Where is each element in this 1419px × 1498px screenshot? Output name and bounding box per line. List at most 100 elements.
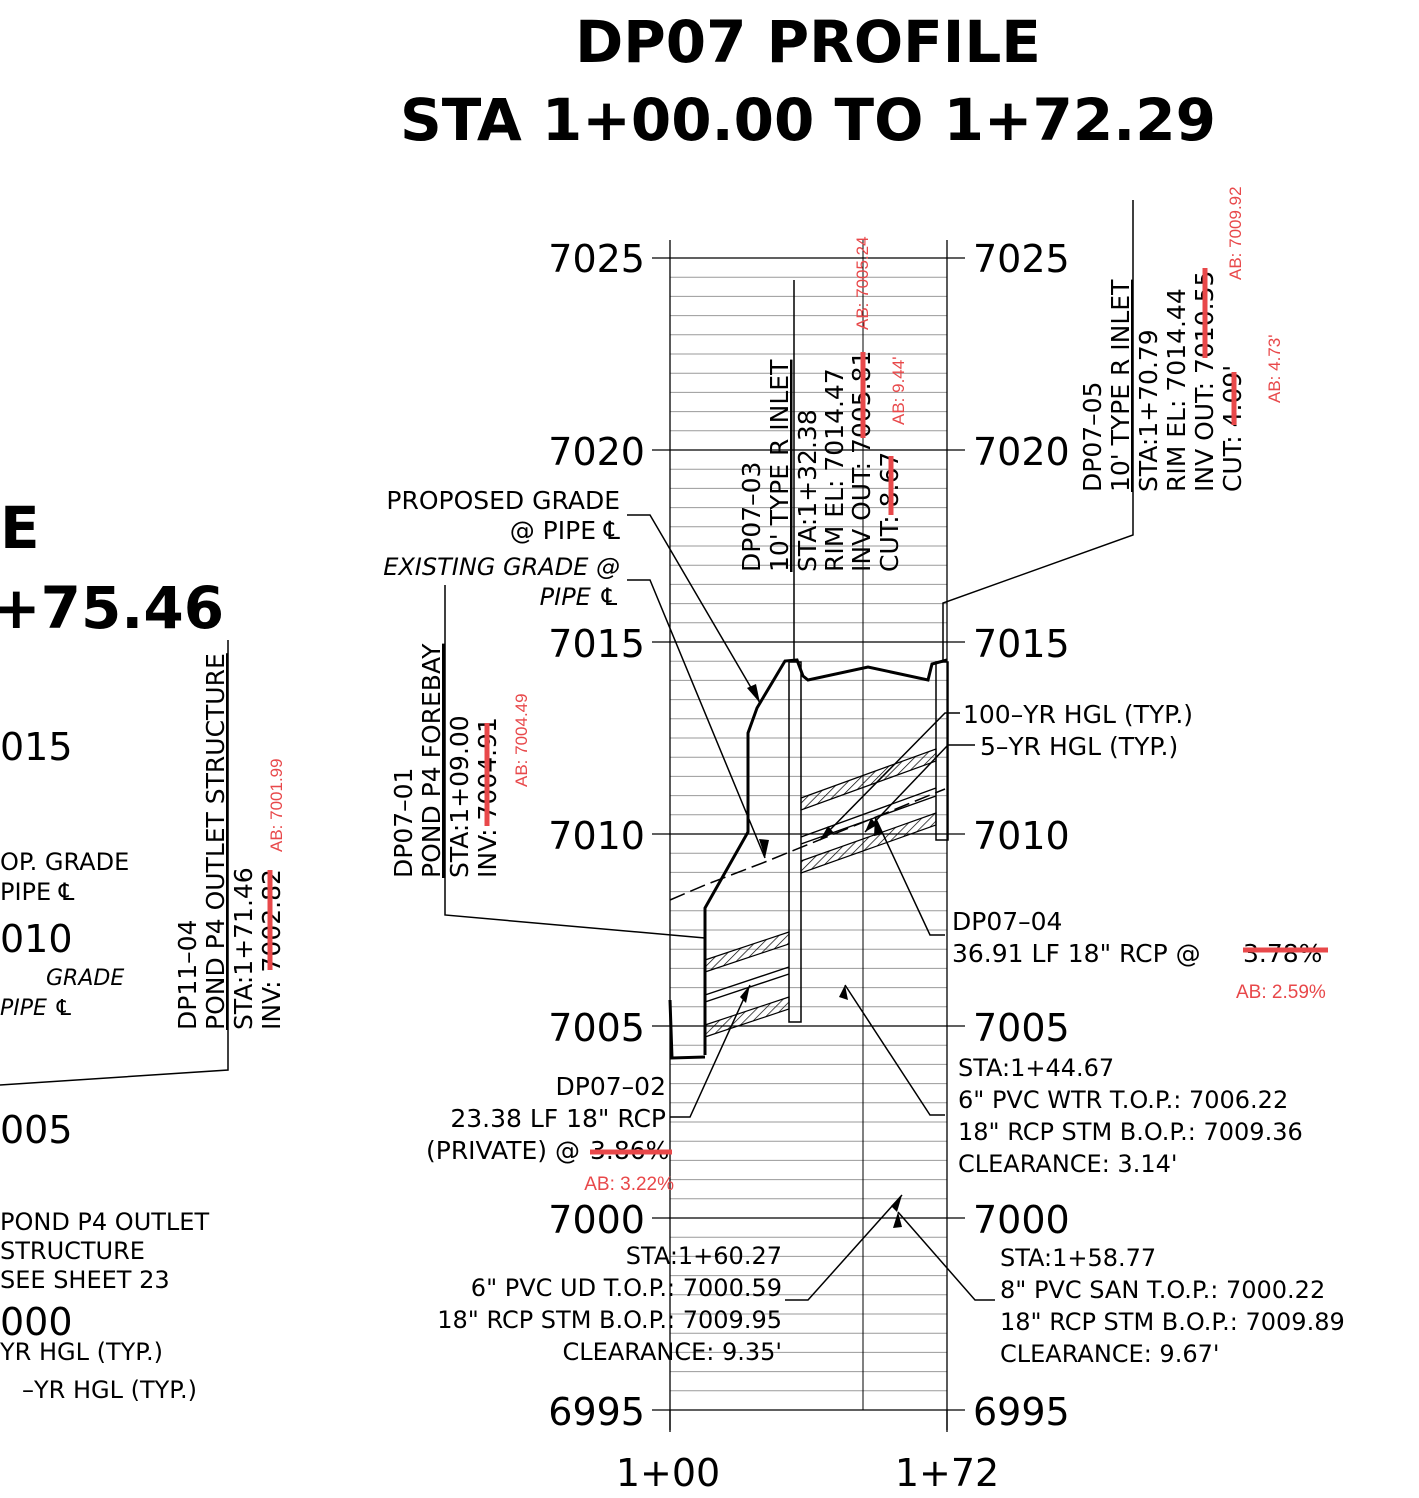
inlet-dp07-03-box (788, 661, 802, 1023)
dp07-04-desc: 36.91 LF 18" RCP @ (952, 939, 1201, 968)
water-crossing-bop: 18" RCP STM B.O.P.: 7009.36 (958, 1118, 1303, 1146)
elev-label-7020-right: 7020 (973, 430, 1070, 474)
station-label-end: 1+72 (895, 1451, 999, 1495)
proposed-grade-label-line2: @ PIPE ℄ (510, 516, 620, 545)
adjacent-hgl-2: –YR HGL (TYP.) (22, 1376, 197, 1404)
adjacent-prop-grade-line2: PIPE ℄ (0, 878, 75, 906)
water-crossing-clearance: CLEARANCE: 3.14' (958, 1150, 1177, 1178)
underdrain-crossing-bop: 18" RCP STM B.O.P.: 7009.95 (437, 1306, 782, 1334)
dp11-04-ab: AB: 7001.99 (267, 758, 286, 852)
dp07-01-ab: AB: 7004.49 (512, 693, 531, 787)
elev-label-7010-left: 7010 (548, 814, 645, 858)
dp07-03-sta: STA:1+32.38 (793, 409, 822, 572)
structure-dp07-01-label: DP07–01 POND P4 FOREBAY STA:1+09.00 INV:… (389, 643, 531, 878)
sanitary-crossing-sta: STA:1+58.77 (1000, 1244, 1156, 1272)
elevation-labels-left: 7025 7020 7015 7010 7005 7000 6995 (548, 237, 645, 1434)
dp07-01-id: DP07–01 (389, 768, 418, 878)
dp07-03-ab-cut: AB: 9.44' (889, 357, 908, 425)
hgl-5-label: 5–YR HGL (TYP.) (980, 732, 1178, 761)
dp07-01-sta: STA:1+09.00 (445, 715, 474, 878)
dp11-04-name: POND P4 OUTLET STRUCTURE (201, 653, 230, 1030)
adjacent-exist-grade-line2: PIPE ℄ (0, 996, 74, 1021)
dp11-04-id: DP11–04 (173, 920, 202, 1030)
elev-label-7020-left: 7020 (548, 430, 645, 474)
structure-dp07-03-label: DP07–03 10' TYPE R INLET STA:1+32.38 RIM… (737, 236, 908, 572)
elev-label-7000-right: 7000 (973, 1198, 1070, 1242)
pipe-dp07-04-label: DP07–04 36.91 LF 18" RCP @ 3.78% AB: 2.5… (952, 907, 1328, 1003)
pipe-dp07-02-label: DP07–02 23.38 LF 18" RCP (PRIVATE) @ 3.8… (426, 1072, 674, 1195)
dp11-04-sta: STA:1+71.46 (229, 867, 258, 1030)
dp07-04-id: DP07–04 (952, 907, 1062, 936)
adjacent-leader (0, 640, 229, 1086)
adjacent-title-fragment-2: +75.46 (0, 574, 224, 642)
elev-label-7005-right: 7005 (973, 1006, 1070, 1050)
adjacent-exist-grade-line1: GRADE (46, 966, 124, 991)
elev-label-7015-left: 7015 (548, 622, 645, 666)
dp07-05-type: 10' TYPE R INLET (1106, 279, 1135, 492)
adjacent-title-fragment-1: E (0, 494, 40, 562)
profile-title-line1: DP07 PROFILE (575, 8, 1041, 76)
dp07-02-private: (PRIVATE) @ (426, 1136, 580, 1165)
sanitary-crossing-bop: 18" RCP STM B.O.P.: 7009.89 (1000, 1308, 1345, 1336)
proposed-grade-line (703, 658, 948, 1055)
profile-title-line2: STA 1+00.00 TO 1+72.29 (400, 86, 1216, 154)
crossing-sanitary-label: STA:1+58.77 8" PVC SAN T.O.P.: 7000.22 1… (1000, 1244, 1345, 1368)
underdrain-crossing-clearance: CLEARANCE: 9.35' (563, 1338, 782, 1366)
proposed-grade-label-line1: PROPOSED GRADE (386, 486, 620, 515)
dp07-03-rim: RIM EL: 7014.47 (820, 368, 849, 572)
adjacent-elev-005: 005 (0, 1108, 73, 1152)
dp07-04-ab: AB: 2.59% (1236, 982, 1326, 1003)
adjacent-profile-fragment: E +75.46 015 010 005 000 OP. GRADE PIPE … (0, 494, 286, 1404)
dp07-05-sta: STA:1+70.79 (1134, 329, 1163, 492)
elev-label-7000-left: 7000 (548, 1198, 645, 1242)
dp07-05-ab-inv: AB: 7009.92 (1226, 186, 1245, 280)
adjacent-elev-000: 000 (0, 1300, 73, 1344)
dp07-04-slope: 3.78% (1243, 939, 1322, 968)
hgl-100-label: 100–YR HGL (TYP.) (963, 700, 1193, 729)
adjacent-hgl-1: YR HGL (TYP.) (0, 1338, 163, 1366)
adjacent-outlet-note-line2: STRUCTURE (0, 1237, 145, 1265)
water-crossing-top: 6" PVC WTR T.O.P.: 7006.22 (958, 1086, 1288, 1114)
dp07-05-id: DP07–05 (1078, 382, 1107, 492)
dp07-03-id: DP07–03 (737, 462, 766, 572)
crossing-water-label: STA:1+44.67 6" PVC WTR T.O.P.: 7006.22 1… (958, 1054, 1303, 1178)
sanitary-crossing-top: 8" PVC SAN T.O.P.: 7000.22 (1000, 1276, 1325, 1304)
elev-label-7005-left: 7005 (548, 1006, 645, 1050)
dp07-05-ab-cut: AB: 4.73' (1265, 335, 1284, 403)
sanitary-crossing-clearance: CLEARANCE: 9.67' (1000, 1340, 1219, 1368)
dp07-03-ab-inv: AB: 7005.24 (853, 236, 872, 330)
dp07-01-name: POND P4 FOREBAY (417, 643, 446, 878)
adjacent-outlet-note-line1: POND P4 OUTLET (0, 1208, 209, 1236)
adjacent-elev-015: 015 (0, 725, 73, 769)
elev-label-7015-right: 7015 (973, 622, 1070, 666)
adjacent-prop-grade-line1: OP. GRADE (0, 848, 129, 876)
elevation-labels-right: 7025 7020 7015 7010 7005 7000 6995 (973, 237, 1070, 1434)
structure-dp07-05-label: DP07–05 10' TYPE R INLET STA:1+70.79 RIM… (1078, 186, 1284, 492)
leader-arrowheads (740, 684, 902, 1228)
existing-grade-label-line1: EXISTING GRADE @ (383, 553, 620, 581)
forebay-structure (668, 999, 706, 1060)
profile-grid (652, 240, 965, 1432)
adjacent-elev-010: 010 (0, 917, 73, 961)
dp07-03-type: 10' TYPE R INLET (765, 359, 794, 572)
elev-label-7010-right: 7010 (973, 814, 1070, 858)
dp07-02-desc: 23.38 LF 18" RCP (450, 1104, 666, 1133)
leader-lines (444, 200, 1134, 1301)
crossing-underdrain-label: STA:1+60.27 6" PVC UD T.O.P.: 7000.59 18… (437, 1242, 782, 1366)
dp07-05-rim: RIM EL: 7014.44 (1162, 288, 1191, 492)
elev-label-6995-right: 6995 (973, 1390, 1070, 1434)
water-crossing-sta: STA:1+44.67 (958, 1054, 1114, 1082)
elev-label-7025-right: 7025 (973, 237, 1070, 281)
dp07-02-ab: AB: 3.22% (584, 1174, 674, 1195)
dp07-02-id: DP07–02 (556, 1072, 666, 1101)
pipe-dp07-02 (704, 931, 790, 1038)
adjacent-outlet-note-line3: SEE SHEET 23 (0, 1266, 170, 1294)
elev-label-6995-left: 6995 (548, 1390, 645, 1434)
underdrain-crossing-sta: STA:1+60.27 (626, 1242, 782, 1270)
station-label-start: 1+00 (616, 1451, 720, 1495)
pipe-dp07-04 (800, 748, 937, 874)
underdrain-crossing-top: 6" PVC UD T.O.P.: 7000.59 (471, 1274, 782, 1302)
elev-label-7025-left: 7025 (548, 237, 645, 281)
existing-grade-label-line2: PIPE ℄ (540, 583, 620, 611)
